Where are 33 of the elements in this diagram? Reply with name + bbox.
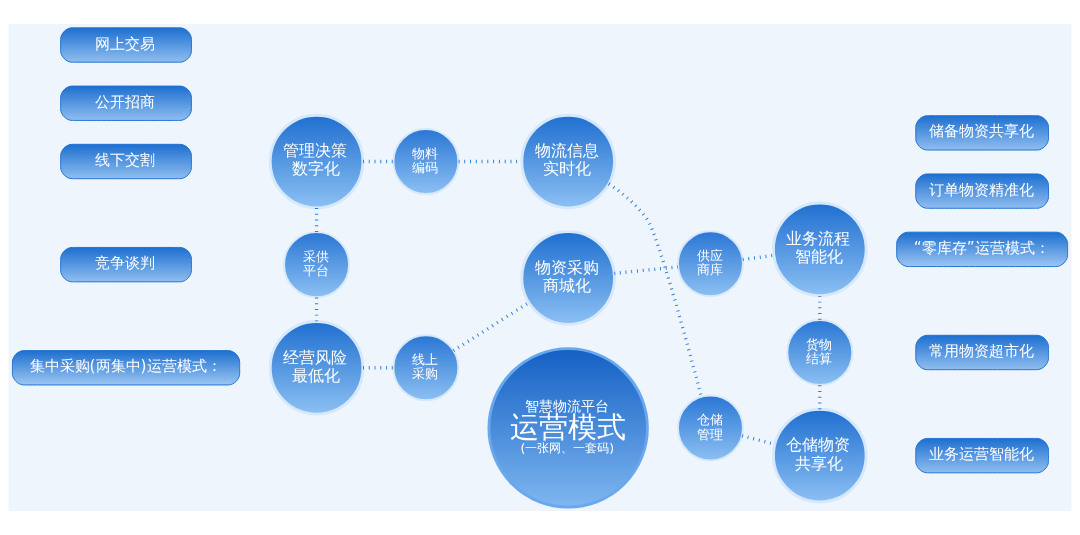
connector	[607, 182, 703, 397]
node-box: 网上交易	[60, 27, 192, 63]
connector	[314, 297, 319, 322]
node-circle: 货物结算	[786, 319, 854, 386]
connector	[614, 265, 678, 276]
node-box: “零库存”运营模式：	[896, 231, 1069, 268]
connector	[818, 385, 822, 410]
node-box: 公开招商	[60, 85, 192, 121]
node-circle: 物资采购商城化	[520, 230, 616, 326]
node-circle: 智慧物流平台 运营模式 (一张网、一套码)	[487, 347, 649, 509]
node-circle: 线上采购	[392, 334, 460, 402]
node-circle: 管理决策数字化	[268, 113, 365, 210]
node-circle: 物流信息实时化	[520, 113, 616, 210]
node-circle: 业务流程智能化	[772, 201, 868, 298]
node-box: 线下交割	[60, 143, 192, 180]
node-box: 订单物资精准化	[915, 173, 1049, 209]
connector	[363, 366, 394, 370]
connector	[742, 253, 774, 262]
connector	[314, 208, 319, 232]
connector	[452, 301, 530, 353]
node-circle: 经营风险最低化	[268, 320, 365, 416]
connector	[818, 295, 822, 320]
node-box: 集中采购(两集中)运营模式：	[11, 350, 241, 386]
node-box: 常用物资超市化	[915, 334, 1049, 371]
connector	[363, 159, 394, 164]
node-box: 竞争谈判	[60, 246, 192, 283]
node-circle: 采供平台	[283, 231, 350, 299]
node-circle: 仓储管理	[677, 394, 744, 462]
node-circle: 物料编码	[392, 128, 460, 195]
node-box: 储备物资共享化	[915, 115, 1049, 151]
node-circle: 仓储物资共享化	[772, 407, 868, 504]
node-circle: 供应商库	[677, 230, 744, 298]
node-box: 业务运营智能化	[915, 437, 1049, 474]
